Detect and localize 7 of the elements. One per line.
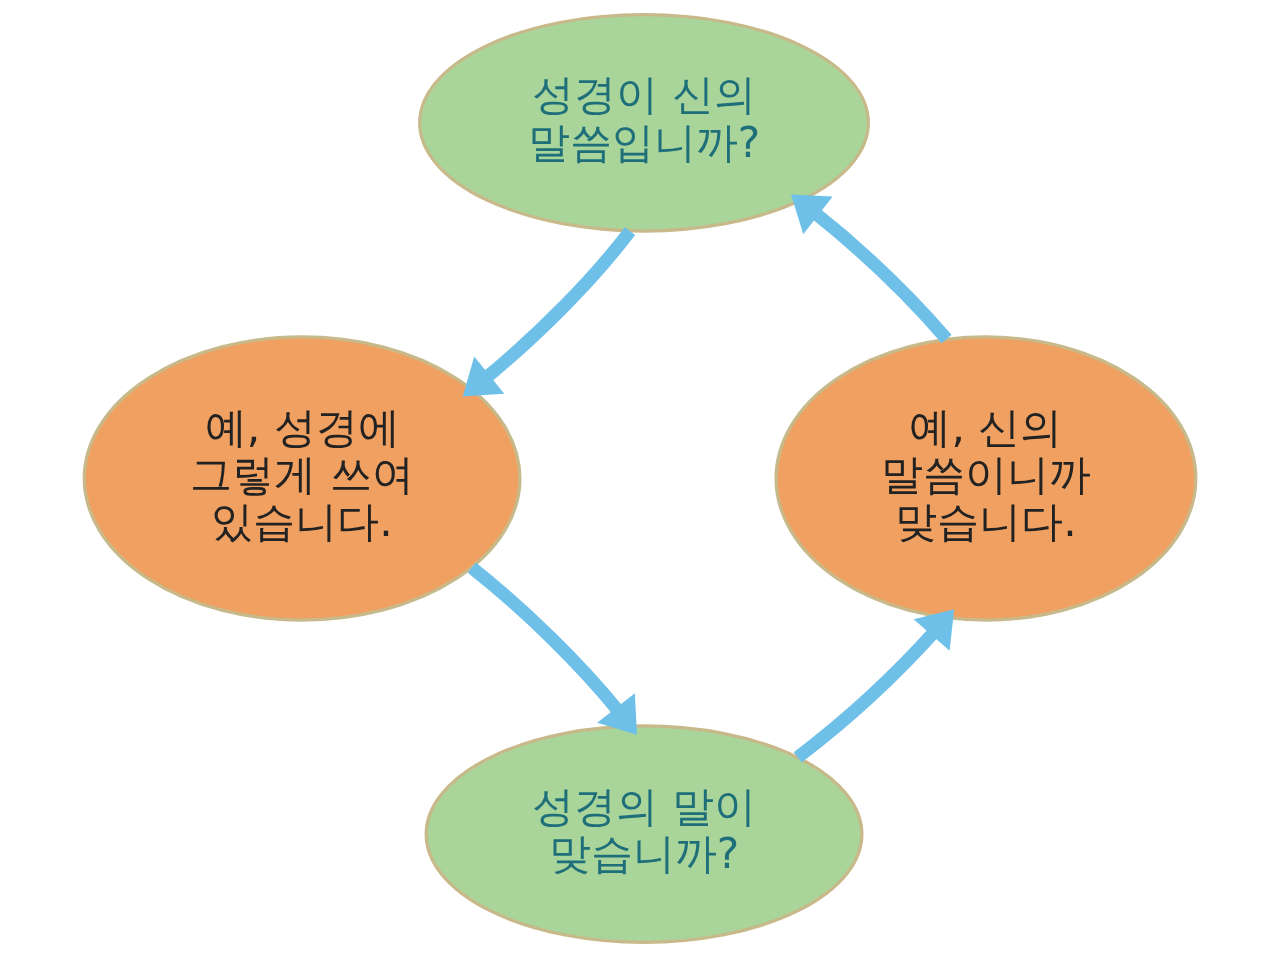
node-ellipse: 예, 신의 말씀이니까 맞습니다. xyxy=(774,335,1198,622)
arrow xyxy=(790,194,952,344)
node-ellipse: 예, 성경에 그렇게 쓰여 있습니다. xyxy=(82,335,522,622)
arrow xyxy=(462,227,636,397)
arrow xyxy=(467,562,638,735)
node-ellipse: 성경의 말이 맞습니까? xyxy=(424,724,864,944)
arrow xyxy=(793,609,955,763)
